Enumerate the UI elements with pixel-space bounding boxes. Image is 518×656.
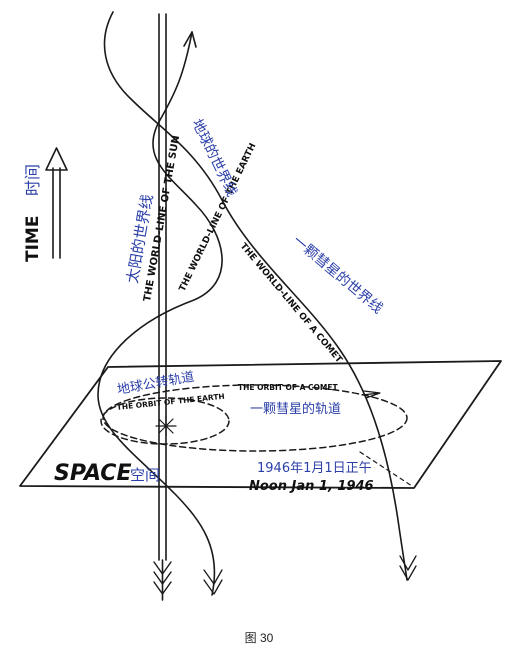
comet-position-dashes [359,451,413,487]
date-label: Noon Jan 1, 1946 [249,479,374,494]
time-label: TIME [23,216,43,262]
comet-world-line [103,11,417,581]
comet-orbit-label: THE ORBIT OF A COMET [238,383,339,392]
space-label: SPACE [54,461,131,486]
sun-world-line [153,13,172,601]
comet-orbit-label-cn: 一颗彗星的轨道 [250,401,341,417]
figure-caption: 图 30 [244,631,274,645]
space-plane [19,360,502,489]
time-arrow [45,147,68,259]
comet-orbit [102,384,408,452]
space-label-cn: 空间 [130,466,160,484]
earth-world-line [97,31,223,596]
date-label-cn: 1946年1月1日正午 [257,461,372,476]
time-label-cn: 时间 [23,164,42,196]
